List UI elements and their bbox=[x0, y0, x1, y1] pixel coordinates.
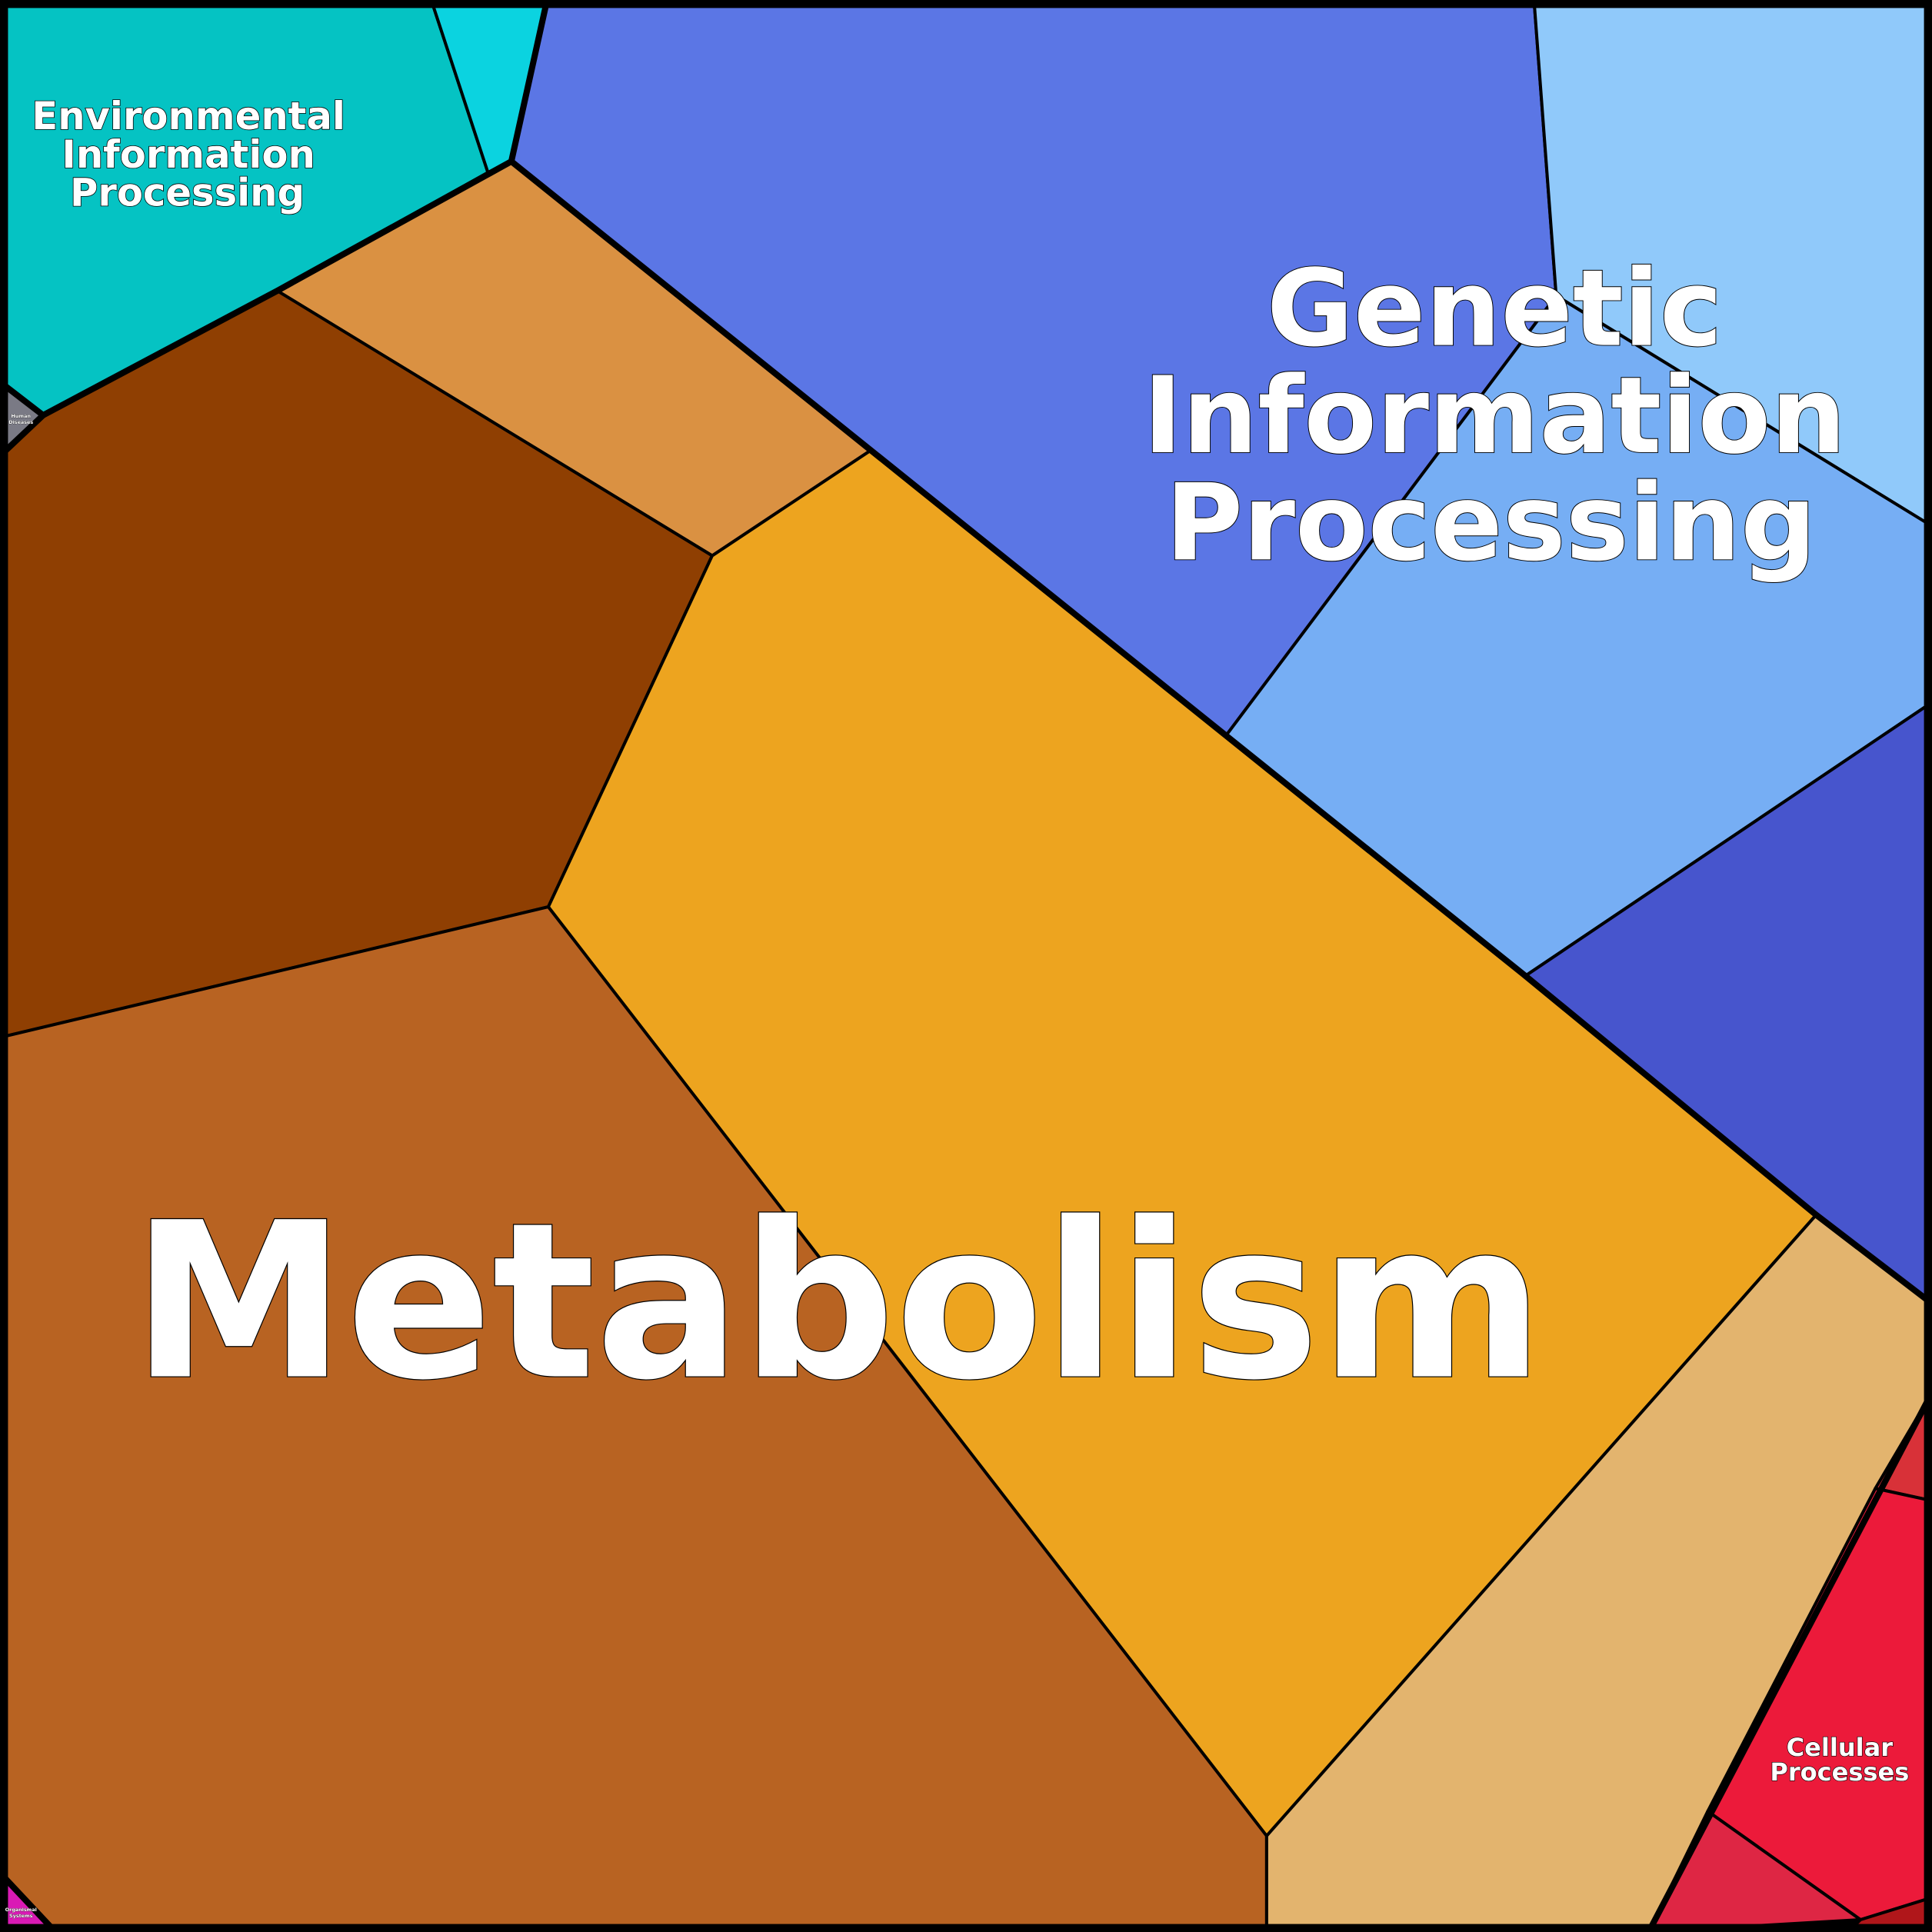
label-cellular-line2: Processes bbox=[1770, 1757, 1909, 1787]
label-genetic-line1: Genetic bbox=[1267, 248, 1723, 371]
group-border-organismal bbox=[0, 1870, 59, 1932]
label-organismal-line2: Systems bbox=[9, 1913, 33, 1919]
cell-metabolism-5[interactable] bbox=[1264, 1213, 1932, 1932]
label-human-diseases-line1: Human bbox=[12, 413, 32, 419]
group-border-cellular bbox=[1645, 1389, 1932, 1932]
group-border-environmental bbox=[0, 0, 551, 418]
label-metabolism: Metabolism bbox=[132, 1177, 1544, 1427]
label-organismal-line1: Organismal bbox=[5, 1907, 37, 1913]
label-genetic-line3: Processing bbox=[1165, 461, 1817, 585]
cell-genetic-2[interactable] bbox=[1532, 0, 1932, 528]
label-environmental-line1: Environmental bbox=[32, 94, 345, 138]
cell-metabolism-4[interactable] bbox=[0, 905, 1268, 1932]
group-border-genetic-metabolism bbox=[508, 158, 1932, 1307]
label-cellular-line1: Cellular bbox=[1787, 1733, 1894, 1762]
label-genetic-line2: Information bbox=[1143, 355, 1846, 478]
label-environmental-line3: Processing bbox=[70, 171, 305, 215]
label-human-diseases-line2: Diseases bbox=[8, 419, 33, 425]
label-environmental-line2: Information bbox=[62, 132, 315, 177]
